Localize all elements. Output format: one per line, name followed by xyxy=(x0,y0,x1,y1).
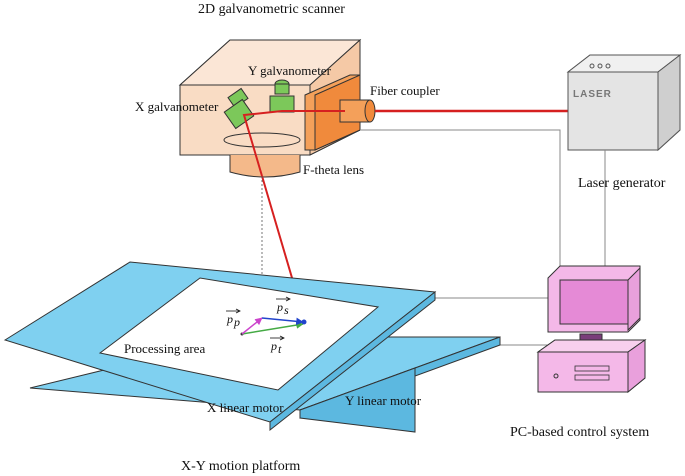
vector-pp-label: p p xyxy=(226,308,241,329)
laser-generator-label: Laser generator xyxy=(578,176,666,191)
x-galvanometer xyxy=(223,87,255,130)
control-wires xyxy=(360,129,606,346)
vector-ps-label: p s xyxy=(276,296,291,317)
svg-text:p: p xyxy=(226,312,233,326)
x-galvanometer-label: X galvanometer xyxy=(135,99,219,114)
f-theta-lens-label: F-theta lens xyxy=(303,162,364,177)
xy-platform xyxy=(3,261,501,433)
position-vectors xyxy=(240,317,307,336)
y-galvanometer xyxy=(269,79,295,113)
scanner-title: 2D galvanometric scanner xyxy=(198,2,345,17)
fiber-coupler xyxy=(304,74,376,151)
pc-computer xyxy=(536,265,647,394)
svg-text:s: s xyxy=(284,303,289,317)
y-linear-motor-label: Y linear motor xyxy=(345,393,422,408)
pc-control-label: PC-based control system xyxy=(510,425,649,440)
x-linear-motor-label: X linear motor xyxy=(207,400,284,415)
svg-text:p: p xyxy=(233,315,240,329)
laser-word: LASER xyxy=(573,89,612,100)
processing-area-label: Processing area xyxy=(124,341,205,356)
y-galvanometer-label: Y galvanometer xyxy=(248,63,332,78)
svg-text:p: p xyxy=(270,339,277,353)
svg-text:t: t xyxy=(278,342,282,356)
laser-generator: LASER xyxy=(566,53,682,152)
fiber-coupler-label: Fiber coupler xyxy=(370,83,440,98)
platform-label: X-Y motion platform xyxy=(181,459,300,474)
svg-text:p: p xyxy=(276,300,283,314)
vector-pt-label: p t xyxy=(270,335,285,356)
